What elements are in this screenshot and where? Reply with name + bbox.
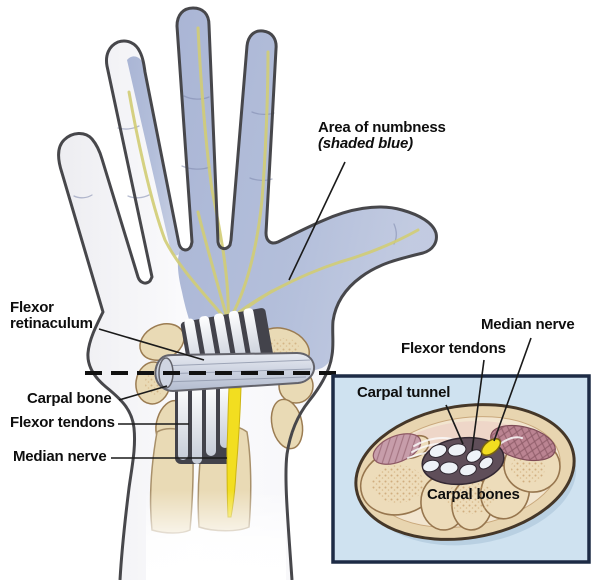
label-flexor-retinaculum-line1: Flexor <box>10 299 54 316</box>
label-carpal-bone: Carpal bone <box>27 390 112 407</box>
tendon-oval <box>428 444 448 458</box>
label-inset-median-nerve: Median nerve <box>481 316 575 333</box>
tendon-ovals <box>422 443 494 477</box>
label-flexor-retinaculum: Flexor retinaculum <box>10 299 93 333</box>
tendon-oval <box>439 461 459 475</box>
leader-inset-flexor-tendons <box>471 359 485 452</box>
tendon-oval <box>447 443 467 457</box>
thenar-muscle <box>490 424 556 462</box>
label-area-of-numbness-line1: Area of numbness <box>318 119 446 136</box>
label-median-nerve: Median nerve <box>13 448 107 465</box>
label-carpal-tunnel: Carpal tunnel <box>357 384 451 401</box>
leader-carpal-bone <box>118 385 168 401</box>
hand-contour-stroke <box>57 6 438 580</box>
wrist-cross-section <box>354 403 577 546</box>
leader-flexor-retinaculum <box>98 328 205 361</box>
label-carpal-bones: Carpal bones <box>427 486 520 503</box>
forearm-fade <box>146 490 286 580</box>
leader-lines <box>98 161 532 459</box>
leader-carpal-tunnel <box>445 404 464 445</box>
leader-inset-median-nerve <box>493 337 532 442</box>
label-flexor-tendons: Flexor tendons <box>10 414 115 431</box>
label-area-of-numbness: Area of numbness (shaded blue) <box>318 119 446 153</box>
carpal-bones-cross <box>359 434 561 531</box>
numbness-ring-finger-half <box>127 56 181 256</box>
tendon-oval <box>422 459 440 473</box>
leader-area-of-numbness <box>288 161 346 281</box>
inset-box <box>331 374 591 564</box>
tendon-oval <box>478 456 494 470</box>
median-nerve-oval <box>480 437 502 457</box>
label-area-of-numbness-line2: (shaded blue) <box>318 135 413 153</box>
numbness-shaded-area <box>127 8 437 374</box>
label-flexor-retinaculum-line2: retinaculum <box>10 315 93 333</box>
numbness-palm-area <box>177 8 437 374</box>
flexor-tendons-graphic <box>175 384 237 464</box>
label-inset-flexor-tendons: Flexor tendons <box>401 340 506 357</box>
tendon-oval <box>459 463 477 477</box>
